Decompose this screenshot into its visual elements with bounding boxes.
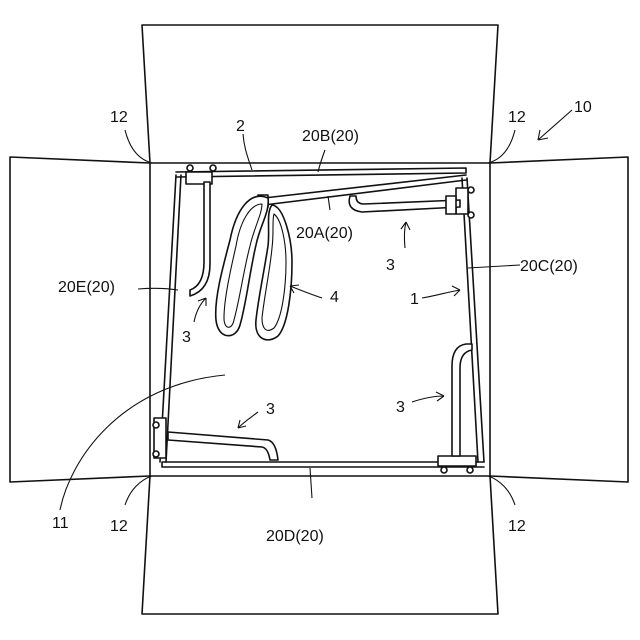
label-12-bottom-left: 12 <box>110 518 128 535</box>
bolt <box>153 422 159 428</box>
label-1: 1 <box>410 291 419 308</box>
leader-20E <box>138 288 178 290</box>
leg-upper-right-foot <box>446 196 456 214</box>
label-12-top-right: 12 <box>508 109 526 126</box>
arrow-4 <box>290 285 322 298</box>
label-12-bottom-right: 12 <box>508 518 526 535</box>
arrow-3-ul <box>194 298 206 322</box>
left-flap <box>10 157 150 482</box>
bolt <box>210 165 216 171</box>
right-flap <box>490 157 628 482</box>
carton-flaps <box>10 25 628 614</box>
label-20A: 20A(20) <box>296 225 353 242</box>
bottom-flap <box>142 476 498 614</box>
bolt <box>468 212 474 218</box>
label-20B: 20B(20) <box>302 128 359 145</box>
arrow-3-ll <box>238 412 258 428</box>
leader-20C <box>468 265 520 268</box>
strap-4 <box>216 196 292 340</box>
label-3-upper-left: 3 <box>182 329 191 346</box>
leg-lower-left <box>168 432 278 460</box>
arrow-1 <box>422 286 460 298</box>
label-4: 4 <box>330 289 339 306</box>
leg-lower-right <box>452 344 472 456</box>
frame-bar-20B <box>176 168 466 177</box>
leg-upper-right <box>349 196 460 212</box>
frame-bar-20D <box>162 462 484 467</box>
leg-parts-3 <box>168 182 472 460</box>
leader-10 <box>538 110 572 140</box>
bolt <box>153 451 159 457</box>
label-3-upper-right: 3 <box>386 257 395 274</box>
frame-brackets <box>153 165 476 473</box>
label-20E: 20E(20) <box>58 279 115 296</box>
bolt <box>467 467 473 473</box>
bracket-bottom-right <box>438 456 476 466</box>
bolt <box>441 467 447 473</box>
arrow-3-ur <box>401 222 410 248</box>
label-3-lower-right: 3 <box>396 399 405 416</box>
frame-bar-20C <box>462 178 484 462</box>
leader-2 <box>243 134 252 170</box>
label-12-top-left: 12 <box>110 109 128 126</box>
label-10: 10 <box>574 99 592 116</box>
bolt <box>187 165 193 171</box>
bolt <box>468 187 474 193</box>
leader-20B <box>318 150 325 172</box>
label-3-lower-left: 3 <box>266 401 275 418</box>
label-20C: 20C(20) <box>520 258 578 275</box>
carton-bottom <box>150 163 490 476</box>
label-20D: 20D(20) <box>266 528 324 545</box>
label-11: 11 <box>52 515 69 532</box>
leg-upper-left <box>190 182 210 296</box>
reference-labels: 10 2 20B(20) 20A(20) 20C(20) 20E(20) 20D… <box>52 99 592 545</box>
leader-20D <box>310 468 312 498</box>
label-2: 2 <box>236 118 245 135</box>
arrow-3-lr <box>412 392 444 402</box>
leader-20A <box>328 196 330 210</box>
